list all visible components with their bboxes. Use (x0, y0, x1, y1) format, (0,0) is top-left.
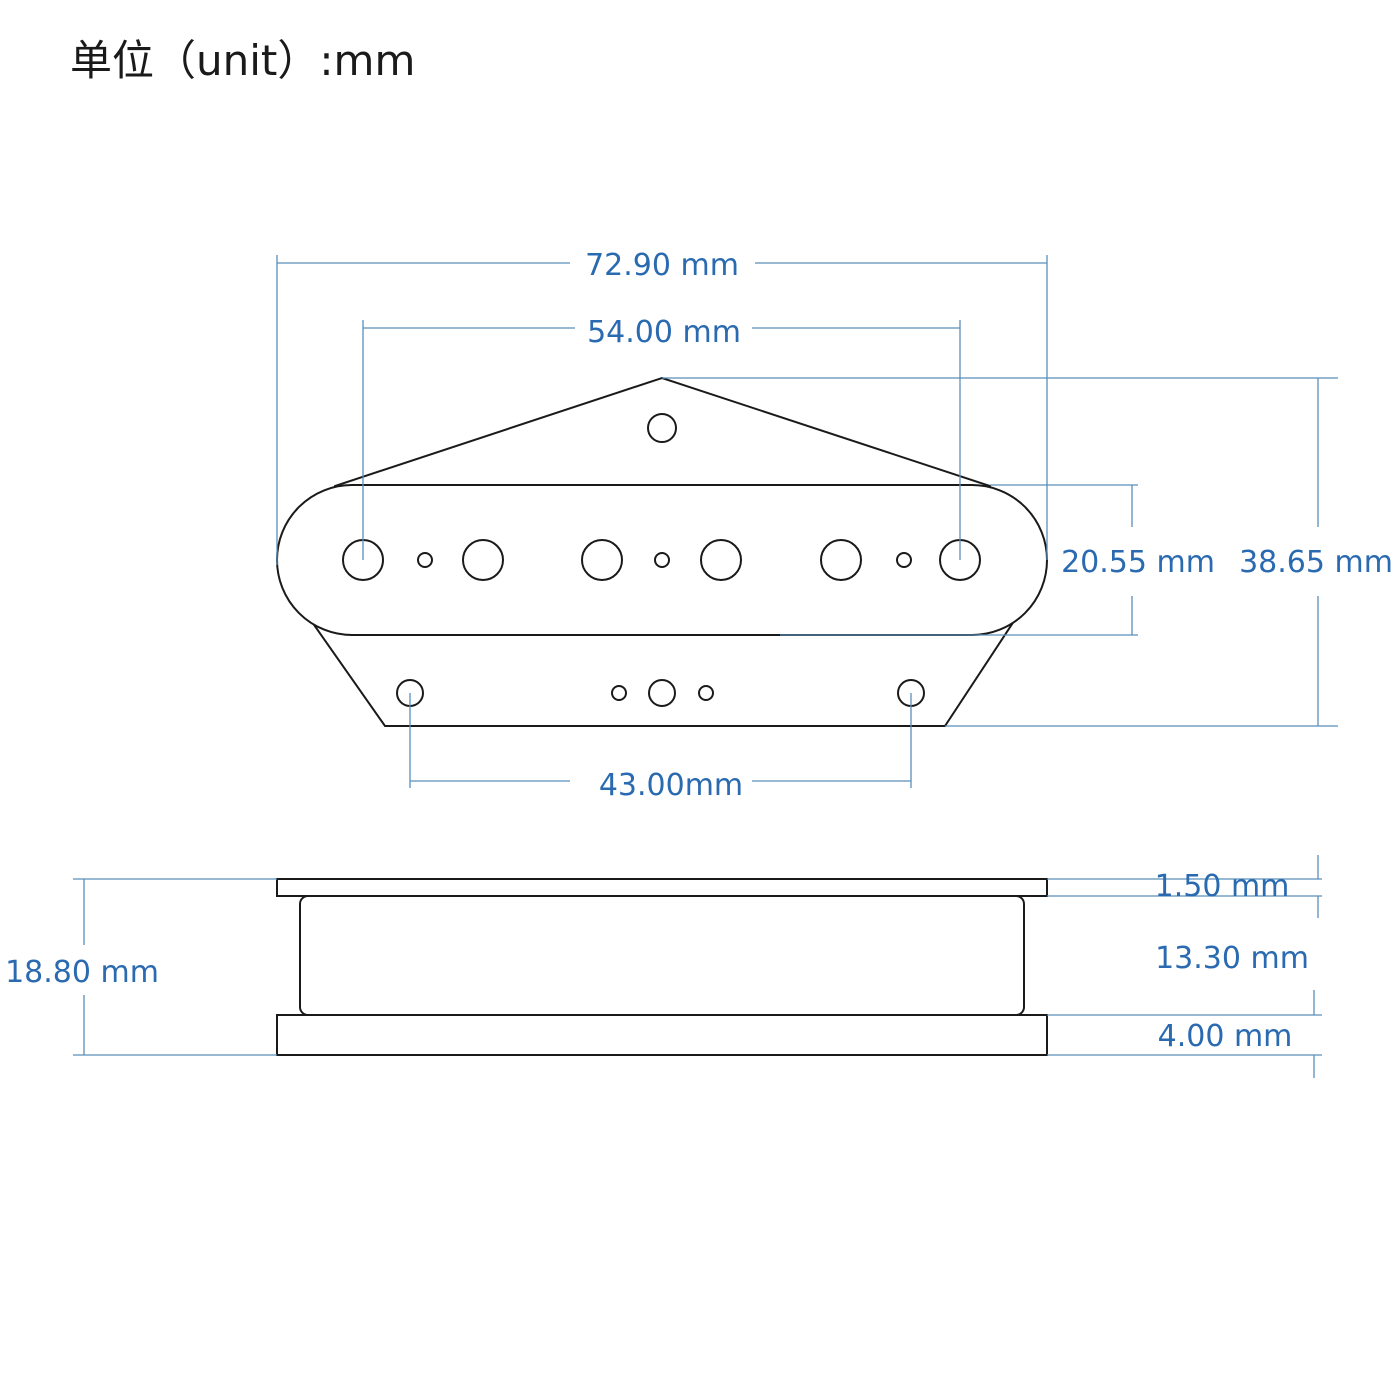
overall-height-label: 38.65 mm (1239, 545, 1393, 580)
total-height-label: 18.80 mm (5, 955, 159, 990)
pole-piece (581, 539, 623, 581)
bobbin (299, 895, 1025, 1016)
plate-holes (396, 679, 925, 707)
top-mount-hole (647, 413, 677, 443)
dim-overall-width: 72.90 mm (276, 248, 1048, 565)
pole-piece (820, 539, 862, 581)
base-plate (276, 1014, 1048, 1056)
small-hole (896, 552, 912, 568)
top-plate (276, 878, 1048, 897)
dim-body-height: 20.55 mm (780, 484, 1215, 636)
body-height-label: 20.55 mm (1061, 545, 1215, 580)
pole-pieces (342, 539, 981, 581)
small-hole (654, 552, 670, 568)
mount-span-label: 43.00mm (599, 768, 743, 803)
top-plate-label: 1.50 mm (1155, 869, 1290, 904)
pole-piece (700, 539, 742, 581)
dim-total-height: 18.80 mm (5, 878, 277, 1056)
center-hole (648, 679, 676, 707)
pole-piece (462, 539, 504, 581)
overall-width-label: 72.90 mm (585, 248, 739, 283)
base-plate-label: 4.00 mm (1158, 1019, 1293, 1054)
unit-title: 单位（unit）:mm (70, 36, 415, 85)
small-hole (698, 685, 714, 701)
dim-pole-span: 54.00 mm (362, 315, 961, 560)
dim-side-stack: 1.50 mm 13.30 mm 4.00 mm (1047, 855, 1322, 1078)
pole-span-label: 54.00 mm (587, 315, 741, 350)
bobbin-height-label: 13.30 mm (1155, 941, 1309, 976)
small-hole (611, 685, 627, 701)
side-view: 18.80 mm 1.50 mm 13.30 mm 4.00 mm (5, 855, 1322, 1078)
top-view: 72.90 mm 54.00 mm 20.55 mm 38.65 mm (276, 248, 1393, 803)
dim-overall-height: 38.65 mm (662, 377, 1393, 727)
small-hole (417, 552, 433, 568)
dim-mount-span: 43.00mm (409, 693, 912, 803)
